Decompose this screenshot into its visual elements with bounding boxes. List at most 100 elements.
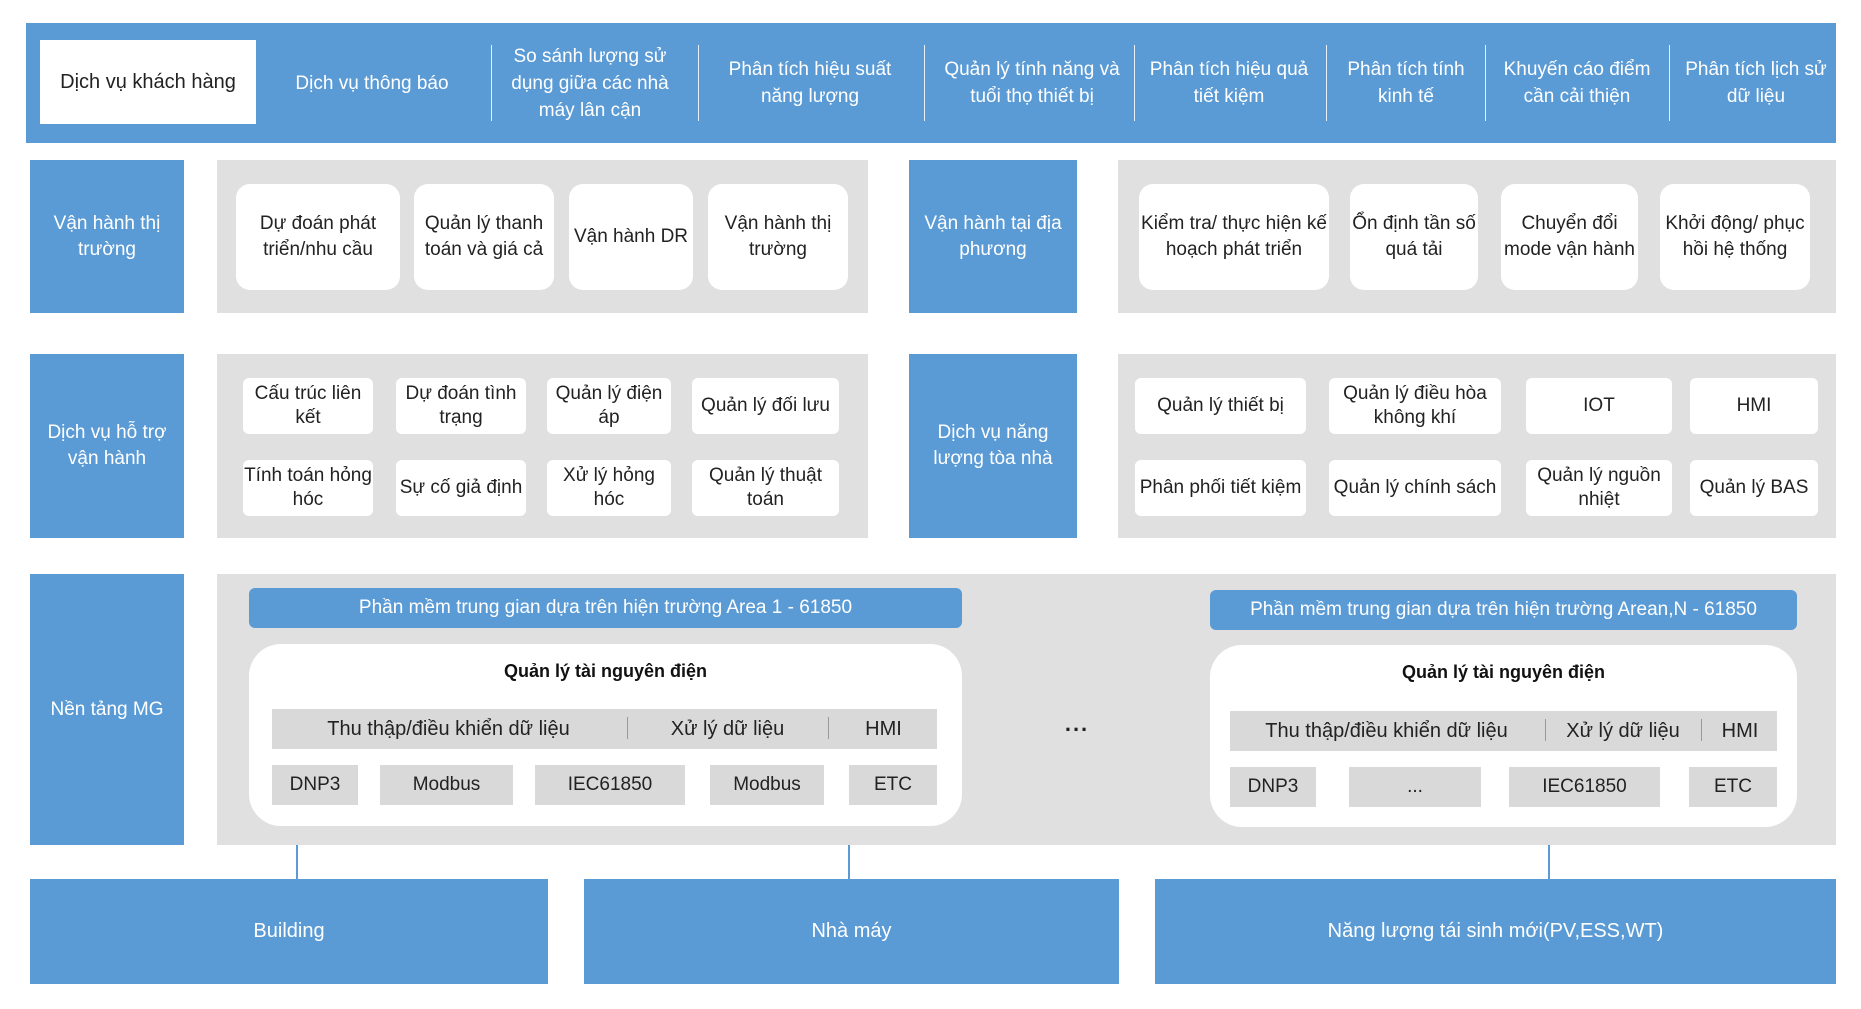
service-label: So sánh lượng sử dụng giữa các nhà máy l… [511,45,669,121]
connector-line [848,845,850,879]
market-operation-item[interactable]: Quản lý thanh toán và giá cả [414,184,554,290]
local-operation-item[interactable]: Kiểm tra/ thực hiện kế hoạch phát triển [1139,184,1329,290]
market-operation-label-text: Vận hành thị trường [53,212,161,260]
hmi-cell[interactable]: HMI [830,709,937,749]
building-source[interactable]: Building [30,879,548,984]
building-energy-item[interactable]: Quản lý BAS [1690,460,1818,516]
service-device-lifetime[interactable]: Quản lý tính năng và tuổi thọ thiết bị [934,38,1130,128]
protocol-iec61850[interactable]: IEC61850 [1509,767,1660,807]
protocol-label: IEC61850 [1542,776,1627,797]
service-customer-label: Dịch vụ khách hàng [60,70,236,93]
operation-support-item[interactable]: Tính toán hỏng hóc [243,460,373,516]
building-energy-item[interactable]: Quản lý chính sách [1329,460,1501,516]
cell-label: Thu thập/điều khiển dữ liệu [1265,719,1508,742]
market-operation-item[interactable]: Vận hành DR [569,184,693,290]
item-label: Sự cố giả định [399,477,523,498]
operation-support-item[interactable]: Sự cố giả định [396,460,526,516]
divider [1485,45,1486,121]
protocol-modbus[interactable]: Modbus [710,765,824,805]
renewable-source[interactable]: Năng lượng tái sinh mới(PV,ESS,WT) [1155,879,1836,984]
cell-label: Thu thập/điều khiển dữ liệu [327,717,570,740]
building-energy-item[interactable]: Quản lý nguồn nhiệt [1526,460,1672,516]
service-economic-analysis[interactable]: Phân tích tính kinh tế [1328,38,1484,128]
protocol-etc[interactable]: ETC [849,765,937,805]
protocol-iec61850[interactable]: IEC61850 [535,765,685,805]
protocol-label: Modbus [412,774,481,795]
divider [698,45,699,121]
item-label: Quản lý BAS [1699,477,1809,498]
ellipsis-text: ... [1064,711,1090,736]
building-energy-label-text: Dịch vụ năng lượng tòa nhà [933,422,1053,469]
middleware-header-area1: Phần mềm trung gian dựa trên hiện trường… [249,588,962,628]
local-operation-label-text: Vận hành tại địa phương [924,212,1062,260]
service-comparison[interactable]: So sánh lượng sử dụng giữa các nhà máy l… [500,38,680,128]
local-operation-item[interactable]: Khởi động/ phục hồi hệ thống [1660,184,1810,290]
service-improvement[interactable]: Khuyến cáo điểm cần cải thiện [1491,38,1663,128]
mg-platform-panel: Phần mềm trung gian dựa trên hiện trường… [217,574,1836,845]
operation-support-item[interactable]: Quản lý điện áp [547,378,671,434]
protocol-dnp3[interactable]: DNP3 [1230,767,1316,807]
item-label: Khởi động/ phục hồi hệ thống [1665,213,1805,260]
data-processing-cell[interactable]: Xử lý dữ liệu [1547,711,1699,751]
function-row: Thu thập/điều khiển dữ liệu Xử lý dữ liệ… [1230,711,1777,751]
data-acquisition-cell[interactable]: Thu thập/điều khiển dữ liệu [1230,711,1543,751]
item-label: Quản lý thanh toán và giá cả [424,213,544,260]
protocol-label: ETC [874,774,912,795]
operation-support-item[interactable]: Quản lý đối lưu [692,378,839,434]
item-label: Cấu trúc liên kết [254,383,362,428]
factory-source-label: Nhà máy [811,920,892,942]
item-label: Quản lý điện áp [555,383,663,428]
protocol-modbus[interactable]: Modbus [380,765,513,805]
function-row: Thu thập/điều khiển dữ liệu Xử lý dữ liệ… [272,709,937,749]
item-label: Quản lý thuật toán [708,465,823,510]
building-source-label: Building [253,920,325,942]
local-operation-panel: Kiểm tra/ thực hiện kế hoạch phát triển … [1118,160,1836,313]
protocol-label: ETC [1714,776,1752,797]
item-label: Quản lý thiết bị [1157,395,1284,416]
service-saving-efficiency[interactable]: Phân tích hiệu quả tiết kiệm [1138,38,1320,128]
operation-support-item[interactable]: Xử lý hỏng hóc [547,460,671,516]
power-resource-title-text: Quản lý tài nguyên điện [503,660,708,681]
data-processing-cell[interactable]: Xử lý dữ liệu [629,709,826,749]
connector-line [1548,845,1550,879]
building-energy-item[interactable]: IOT [1526,378,1672,434]
market-operation-item[interactable]: Vận hành thị trường [708,184,848,290]
market-operation-panel: Dự đoán phát triển/nhu cầu Quản lý thanh… [217,160,868,313]
protocol-label: DNP3 [1247,776,1299,797]
operation-support-item[interactable]: Quản lý thuật toán [692,460,839,516]
market-operation-item[interactable]: Dự đoán phát triển/nhu cầu [236,184,400,290]
service-label: Quản lý tính năng và tuổi thọ thiết bị [944,59,1120,107]
operation-support-label-text: Dịch vụ hỗ trợ vận hành [47,422,167,469]
cell-label: HMI [865,717,902,740]
protocol-ellipsis[interactable]: ... [1349,767,1481,807]
protocol-dnp3[interactable]: DNP3 [272,765,358,805]
item-label: Vận hành thị trường [724,213,832,260]
protocol-label: ... [1407,776,1423,797]
service-label: Phân tích hiệu quả tiết kiệm [1149,59,1309,107]
protocol-etc[interactable]: ETC [1689,767,1777,807]
service-customer[interactable]: Dịch vụ khách hàng [40,40,256,124]
service-history[interactable]: Phân tích lịch sử dữ liệu [1676,38,1836,128]
power-resource-title: Quản lý tài nguyên điện [1210,657,1797,687]
operation-support-item[interactable]: Dự đoán tình trạng [396,378,526,434]
item-label: Quản lý đối lưu [701,395,830,416]
service-notification[interactable]: Dịch vụ thông báo [280,38,464,128]
building-energy-item[interactable]: HMI [1690,378,1818,434]
operation-support-label: Dịch vụ hỗ trợ vận hành [30,354,184,538]
cell-label: HMI [1721,719,1759,742]
power-resource-title: Quản lý tài nguyên điện [249,656,962,686]
hmi-cell[interactable]: HMI [1703,711,1777,751]
operation-support-item[interactable]: Cấu trúc liên kết [243,378,373,434]
local-operation-item[interactable]: Ổn định tần số quá tải [1350,184,1478,290]
building-energy-item[interactable]: Quản lý thiết bị [1135,378,1306,434]
building-energy-item[interactable]: Phân phối tiết kiệm [1135,460,1306,516]
local-operation-item[interactable]: Chuyển đổi mode vận hành [1501,184,1638,290]
factory-source[interactable]: Nhà máy [584,879,1119,984]
service-label: Phân tích lịch sử dữ liệu [1685,59,1827,107]
data-acquisition-cell[interactable]: Thu thập/điều khiển dữ liệu [272,709,625,749]
protocol-label: DNP3 [289,774,341,795]
protocol-label: Modbus [733,774,801,795]
service-label: Dịch vụ thông báo [295,72,449,94]
building-energy-item[interactable]: Quản lý điều hòa không khí [1329,378,1501,434]
service-energy-efficiency[interactable]: Phân tích hiệu suất năng lượng [709,38,911,128]
